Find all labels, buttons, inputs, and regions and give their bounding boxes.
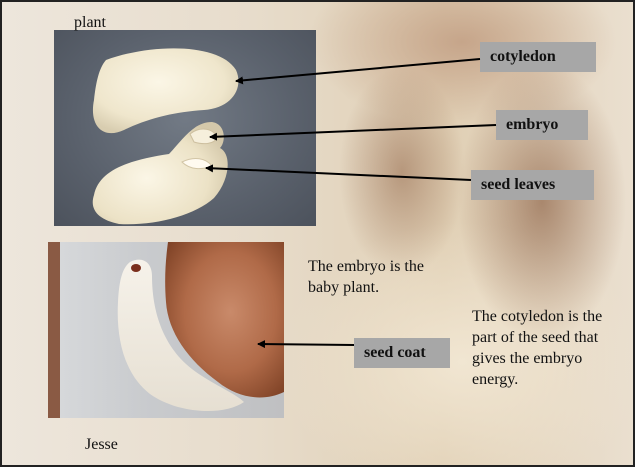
split-bean-illustration [54,30,316,226]
embryo-caption: The embryo is the baby plant. [308,256,448,298]
seed-coat-photo [48,242,284,418]
plant-label: plant [74,12,106,33]
seed-coat-callout: seed coat [354,338,450,368]
cotyledon-caption: The cotyledon is the part of the seed th… [472,306,622,390]
seed-coat-illustration [48,242,284,418]
upper-cotyledon-shape [93,48,239,133]
split-bean-photo [54,30,316,226]
author-label: Jesse [85,434,118,455]
seed-leaves-callout: seed leaves [471,170,594,200]
cotyledon-callout: cotyledon [480,42,596,72]
embryo-callout: embryo [496,110,588,140]
